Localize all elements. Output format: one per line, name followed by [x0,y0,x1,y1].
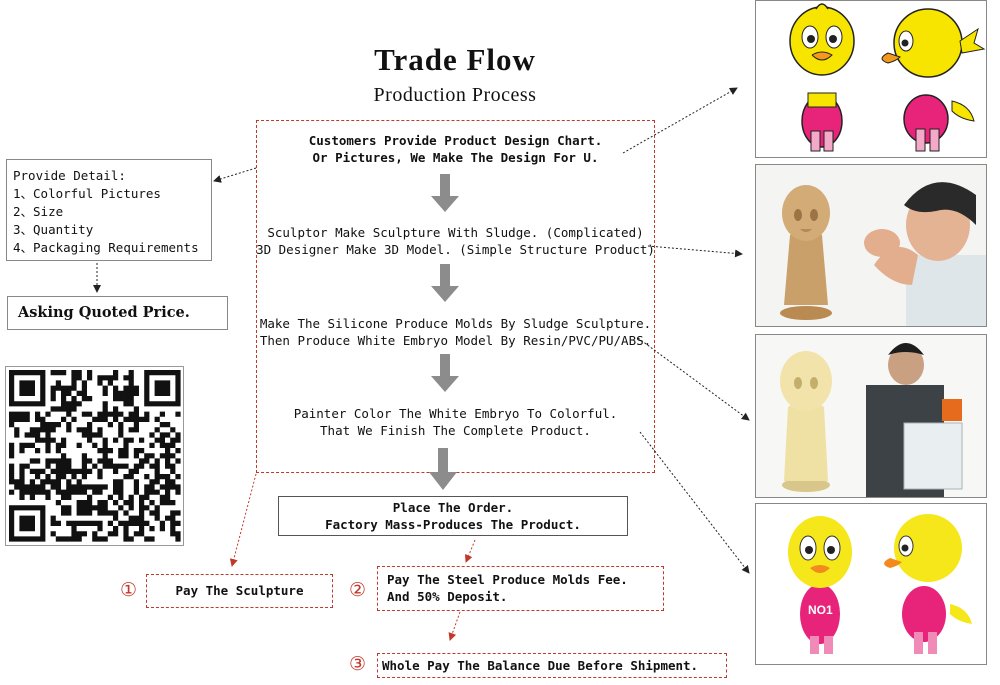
payment-box-1: Pay The Sculpture [146,574,333,608]
order-line2: Factory Mass-Produces The Product. [325,517,581,532]
down-arrow-icon [431,354,459,392]
detail-item: 3、Quantity [13,222,94,237]
down-arrow-icon [431,174,459,212]
flow-step-1-line2: Or Pictures, We Make The Design For U. [312,150,599,165]
order-line1: Place The Order. [392,500,514,515]
flow-step-1: Customers Provide Product Design Chart. … [256,132,655,166]
qr-code-image [9,370,181,542]
molding-photo-icon [756,335,986,497]
photo-sculpture [755,164,987,327]
payment-box-3: Whole Pay The Balance Due Before Shipmen… [377,653,727,678]
flow-step-3: Make The Silicone Produce Molds By Sludg… [256,315,655,349]
flow-step-3-line1: Make The Silicone Produce Molds By Sludg… [259,316,652,331]
flow-step-1-line1: Customers Provide Product Design Chart. [308,133,603,148]
flow-step-2-line2: 3D Designer Make 3D Model. (Simple Struc… [256,242,655,257]
payment-2-line2: And 50% Deposit. [387,589,508,604]
down-arrow-icon [431,264,459,302]
down-arrow-icon [429,448,457,490]
photo-design-drawing [755,0,987,158]
qr-modules [9,370,181,542]
payment-3-text: Whole Pay The Balance Due Before Shipmen… [382,658,699,673]
payment-marker-3: ③ [349,653,367,675]
flow-step-4-line2: That We Finish The Complete Product. [320,423,591,438]
payment-1-text: Pay The Sculpture [175,583,304,598]
photo-molding [755,334,987,498]
detail-box: Provide Detail: 1、Colorful Pictures 2、Si… [6,159,212,261]
flow-step-2: Sculptor Make Sculpture With Sludge. (Co… [256,224,655,258]
payment-box-2: Pay The Steel Produce Molds Fee. And 50%… [377,566,664,611]
detail-item: 1、Colorful Pictures [13,186,161,201]
payment-marker-2: ② [349,579,367,601]
sculpture-photo-icon [756,165,986,326]
payment-marker-1: ① [120,579,138,601]
flow-step-3-line2: Then Produce White Embryo Model By Resin… [259,333,652,348]
detail-item: 4、Packaging Requirements [13,240,199,255]
photo-finished-product: NO1 [755,503,987,665]
quote-box: Asking Quoted Price. [7,296,228,330]
noi-badge: NO1 [808,603,833,617]
flow-step-4: Painter Color The White Embryo To Colorf… [256,405,655,439]
page-title: Trade Flow [374,42,536,77]
qr-code [5,366,184,546]
order-box: Place The Order. Factory Mass-Produces T… [278,496,628,536]
duck-drawing-icon [789,3,986,152]
detail-item: 2、Size [13,204,64,219]
flow-step-4-line1: Painter Color The White Embryo To Colorf… [293,406,618,421]
finished-duck-icon: NO1 [788,514,972,654]
flow-step-2-line1: Sculptor Make Sculpture With Sludge. (Co… [267,225,644,240]
payment-2-line1: Pay The Steel Produce Molds Fee. [387,572,628,587]
down-arrow-icons [429,174,459,490]
detail-heading: Provide Detail: [13,168,126,183]
page-subtitle: Production Process [373,84,537,106]
